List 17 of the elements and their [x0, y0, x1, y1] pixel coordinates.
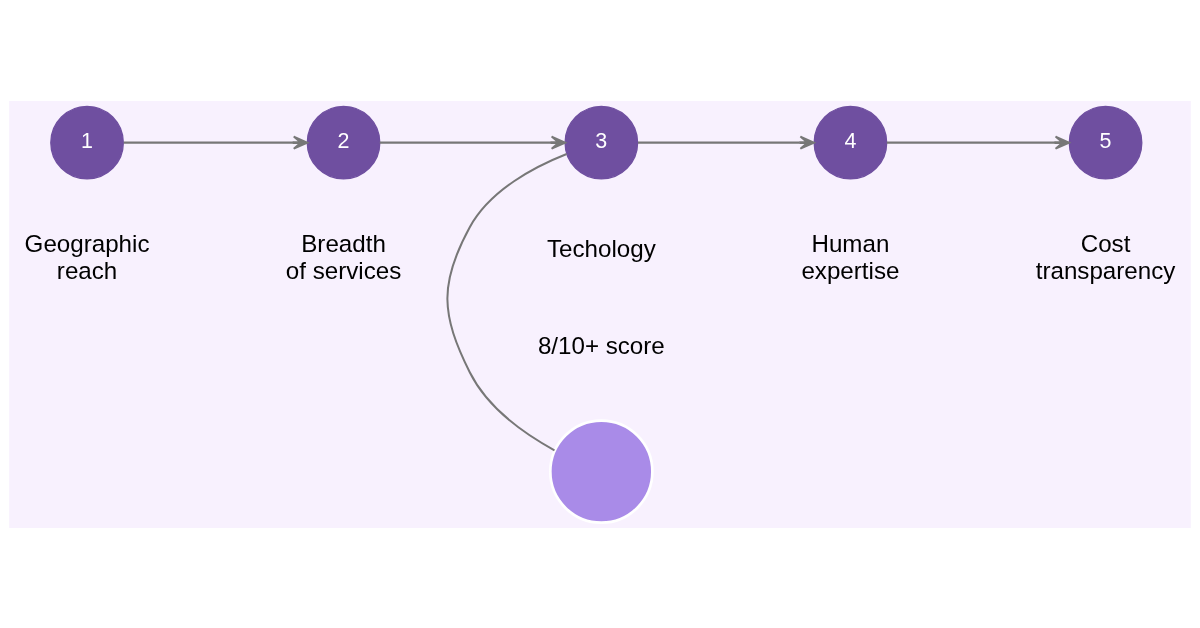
node-circle: 2 — [306, 105, 381, 180]
node-label: Human expertise — [801, 229, 900, 284]
arrow — [638, 135, 815, 150]
node-circle: 3 — [564, 105, 639, 180]
arrow — [123, 135, 309, 150]
node-label: Geographic reach — [24, 229, 150, 284]
node-circle: 1 — [50, 105, 124, 180]
node-circle: 4 — [813, 105, 888, 180]
node-label: Cost transparency — [1035, 229, 1176, 284]
node-label: Breadth of services — [285, 229, 402, 284]
node-circle — [548, 418, 654, 524]
arrow — [886, 135, 1070, 150]
node-circle: 5 — [1068, 105, 1143, 180]
arrow — [379, 135, 567, 150]
connector — [446, 152, 568, 451]
node-label: Techology — [546, 234, 656, 262]
node-label: 8/10+ score — [537, 331, 665, 359]
